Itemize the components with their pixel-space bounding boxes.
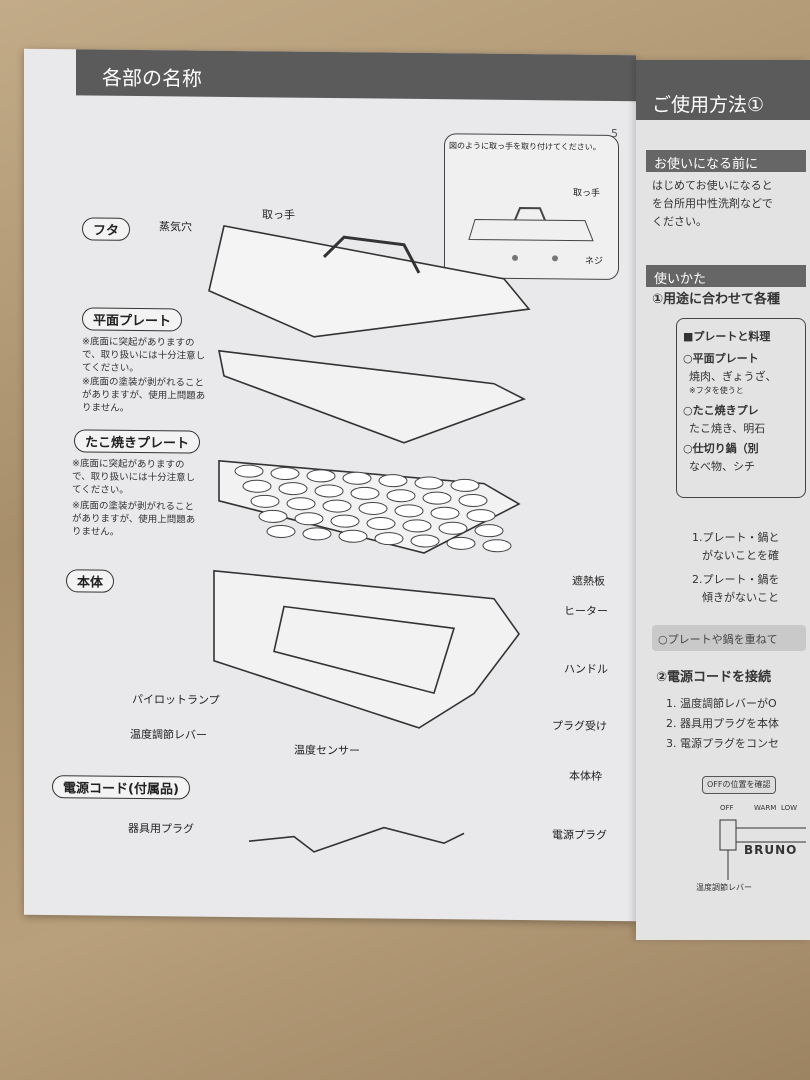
takoyaki-hole: [410, 534, 440, 548]
dial-off: OFF: [720, 804, 734, 812]
step-a-1b: がないことを確: [702, 549, 779, 562]
label-pilot-lamp: パイロットランプ: [132, 692, 220, 707]
before-text-3: ください。: [652, 215, 707, 228]
step-b-2: 2. 器具用プラグを本体: [666, 717, 779, 730]
box-item: 焼肉、ぎょうざ、: [689, 370, 777, 383]
takoyaki-hole: [394, 504, 424, 518]
stacking-note: ○プレートや鍋を重ねて: [652, 625, 806, 651]
left-page: 各部の名称 5 図のように取っ手を取り付けてください。 取っ手 ネジ フタ 平面…: [24, 48, 636, 922]
takoyaki-hole: [278, 482, 308, 496]
label-handle: 取っ手: [262, 208, 295, 222]
takoyaki-hole: [286, 497, 316, 511]
lever-drawing: [719, 819, 806, 880]
takoyaki-holes: [234, 464, 512, 553]
takoyaki-hole: [342, 471, 372, 485]
takoyaki-hole: [482, 539, 512, 553]
takoyaki-hole: [422, 491, 452, 505]
brand-logo: BRUNO: [744, 843, 798, 857]
step-1: ①用途に合わせて各種: [652, 292, 781, 307]
label-body-frame: 本体枠: [569, 769, 602, 783]
plate-dish-box: ■プレートと料理 ○平面プレート 焼肉、ぎょうざ、 ※フタを使うと ○たこ焼きプ…: [676, 318, 806, 498]
step-2: ②電源コードを接続: [656, 670, 772, 685]
label-heat-shield: 遮熱板: [572, 574, 605, 588]
takoyaki-hole: [466, 509, 496, 523]
box-title: ■プレートと料理: [683, 330, 771, 343]
step-a-1: 1.プレート・鍋と: [692, 531, 780, 544]
before-text-1: はじめてお使いになると: [652, 179, 773, 192]
takoyaki-hole: [306, 469, 336, 483]
box-item: ○たこ焼きプレ: [683, 404, 759, 417]
takoyaki-hole: [350, 486, 380, 500]
off-callout: OFFの位置を確認: [702, 776, 776, 794]
takoyaki-hole: [258, 509, 288, 523]
takoyaki-hole: [314, 484, 344, 498]
takoyaki-hole: [374, 532, 404, 546]
takoyaki-hole: [458, 493, 488, 507]
right-page: ご使用方法① お使いになる前に はじめてお使いになると を台所用中性洗剤などで …: [636, 60, 810, 940]
right-page-title: ご使用方法①: [636, 60, 810, 120]
dial-warm: WARM: [754, 804, 777, 812]
takoyaki-hole: [338, 529, 368, 543]
dial-low: LOW: [781, 804, 798, 812]
before-text-2: を台所用中性洗剤などで: [652, 197, 773, 210]
inset-lid-drawing: [468, 206, 594, 262]
label-temp-lever: 温度調節レバー: [130, 727, 207, 742]
takoyaki-hole: [430, 506, 460, 520]
before-use-heading: お使いになる前に: [646, 150, 806, 172]
takoyaki-hole: [450, 478, 480, 492]
takoyaki-hole: [234, 464, 264, 478]
takoyaki-hole: [270, 467, 300, 481]
takoyaki-hole: [302, 527, 332, 541]
label-heater: ヒーター: [564, 604, 608, 618]
box-item: たこ焼き、明石: [689, 422, 766, 435]
takoyaki-hole: [242, 479, 272, 493]
takoyaki-hole: [366, 517, 396, 531]
lever-label: 温度調節レバー: [696, 883, 752, 892]
label-power-plug: 電源プラグ: [552, 828, 607, 842]
takoyaki-hole: [446, 536, 476, 550]
appliance-exploded-diagram: [208, 224, 531, 853]
label-vent: 蒸気穴: [159, 220, 192, 234]
step-a-2b: 傾きがないこと: [702, 591, 779, 604]
box-item: なべ物、シチ: [689, 460, 755, 473]
takoyaki-hole: [322, 499, 352, 513]
step-a-2: 2.プレート・鍋を: [692, 573, 780, 586]
takoyaki-hole: [294, 512, 324, 526]
takoyaki-hole: [358, 501, 388, 515]
takoyaki-hole: [378, 474, 408, 488]
label-appliance-plug: 器具用プラグ: [128, 821, 194, 836]
takoyaki-hole: [414, 476, 444, 490]
takoyaki-hole: [402, 519, 432, 533]
label-side-handle: ハンドル: [564, 662, 608, 676]
step-b-1: 1. 温度調節レバーがO: [666, 697, 777, 710]
takoyaki-hole: [438, 521, 468, 535]
handle-attachment-inset: 図のように取っ手を取り付けてください。 取っ手 ネジ: [444, 133, 619, 281]
takoyaki-hole: [266, 524, 296, 538]
step-b-3: 3. 電源プラグをコンセ: [666, 737, 779, 750]
takoyaki-hole: [386, 489, 416, 503]
box-item: ○仕切り鍋（別: [683, 442, 759, 455]
takoyaki-hole: [330, 514, 360, 528]
box-item: ※フタを使うと: [689, 386, 744, 395]
label-plug-receiver: プラグ受け: [552, 719, 607, 733]
how-to-heading: 使いかた: [646, 265, 806, 287]
label-temp-sensor: 温度センサー: [294, 743, 360, 758]
box-item: ○平面プレート: [683, 352, 759, 365]
takoyaki-hole: [474, 524, 504, 538]
takoyaki-hole: [250, 494, 280, 508]
